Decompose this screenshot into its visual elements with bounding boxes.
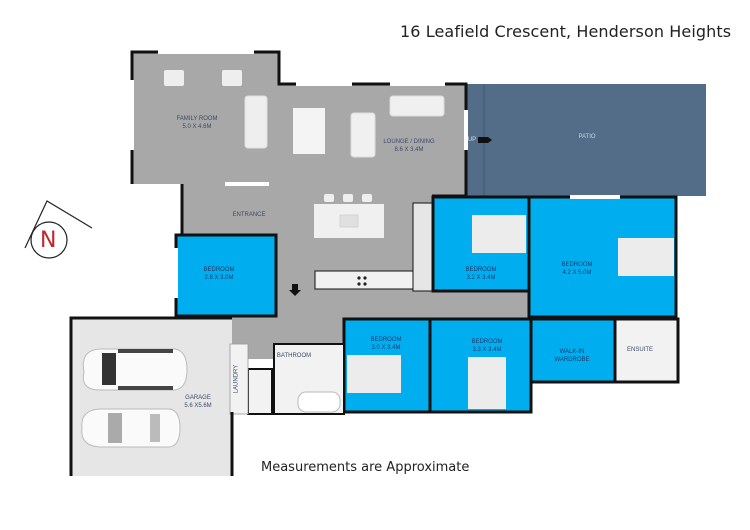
room-name: WALK-IN WARDROBE (554, 349, 590, 363)
walk-in-wardrobe-area (529, 317, 617, 384)
room-size: 4.2 x 5.0m (562, 270, 592, 276)
room-name: PATIO (578, 134, 596, 140)
bed-icon (347, 355, 401, 393)
room-name: BEDROOM (370, 337, 402, 343)
room-label-bedroom-2: BEDROOM 3.2 x 3.4m (465, 266, 496, 282)
property-address-title: 16 Leafield Crescent, Henderson Heights (400, 22, 732, 41)
room-size: 5.0 x 4.6m (182, 124, 212, 130)
room-name: BEDROOM (561, 262, 593, 268)
room-name: LAUNDRY (233, 364, 240, 394)
room-label-garage: GARAGE 5.6 x5.6m (184, 394, 211, 410)
stairs-up-arrow-icon (478, 137, 492, 143)
room-label-bedroom-1: BEDROOM 2.8 x 3.0m (203, 266, 234, 282)
room-name: LOUNGE / DINING (383, 139, 435, 145)
room-name: BEDROOM (471, 339, 503, 345)
room-size: 2.8 x 3.0m (204, 275, 234, 281)
car-icon (81, 408, 181, 448)
laundry-area (229, 343, 249, 415)
bed-icon (468, 357, 506, 409)
room-size: 3.2 x 3.4m (466, 275, 496, 281)
room-size: 5.6 x5.6m (184, 403, 212, 409)
bedroom-1-area (174, 233, 278, 318)
ensuite-area (613, 317, 680, 384)
room-name: GARAGE (185, 395, 211, 401)
room-label-patio: PATIO (578, 133, 595, 141)
step-down-arrow-icon (289, 284, 301, 296)
room-label-walk-in-wardrobe: WALK-IN WARDROBE (547, 348, 597, 364)
bed-icon (618, 238, 674, 276)
room-label-family: FAMILY ROOM 5.0 x 4.6m (176, 115, 217, 131)
room-name: BATHROOM (276, 353, 312, 359)
room-label-ensuite: ENSUITE (627, 346, 653, 354)
room-name: BEDROOM (465, 267, 497, 273)
room-size: 3.3 x 3.4m (472, 347, 502, 353)
room-label-bedroom-5: BEDROOM 3.3 x 3.4m (471, 338, 502, 354)
measurements-disclaimer: Measurements are Approximate (261, 460, 470, 475)
room-label-laundry: LAUNDRY (232, 365, 240, 394)
garage-area (71, 318, 232, 476)
patio-area (466, 84, 706, 196)
room-label-entrance: ENTRANCE (232, 211, 265, 219)
room-size: 3.0 x 3.4m (371, 345, 401, 351)
room-label-lounge: LOUNGE / DINING 8.6 x 3.4m (383, 138, 434, 154)
room-label-bedroom-3: BEDROOM 4.2 x 5.0m (561, 261, 592, 277)
bed-icon (472, 215, 526, 253)
north-compass-icon (24, 200, 93, 259)
room-size: 8.6 x 3.4m (394, 147, 424, 153)
stairs-up-label: UP (467, 137, 477, 143)
car-icon (82, 348, 188, 391)
room-name: BEDROOM (203, 267, 235, 273)
room-name: FAMILY ROOM (176, 116, 218, 122)
room-name: ENTRANCE (232, 212, 266, 218)
room-label-bathroom: BATHROOM (277, 352, 311, 360)
toilet-room (247, 368, 273, 415)
room-label-bedroom-4: BEDROOM 3.0 x 3.4m (370, 336, 401, 352)
room-name: ENSUITE (626, 347, 654, 353)
compass-letter: N (40, 228, 57, 253)
